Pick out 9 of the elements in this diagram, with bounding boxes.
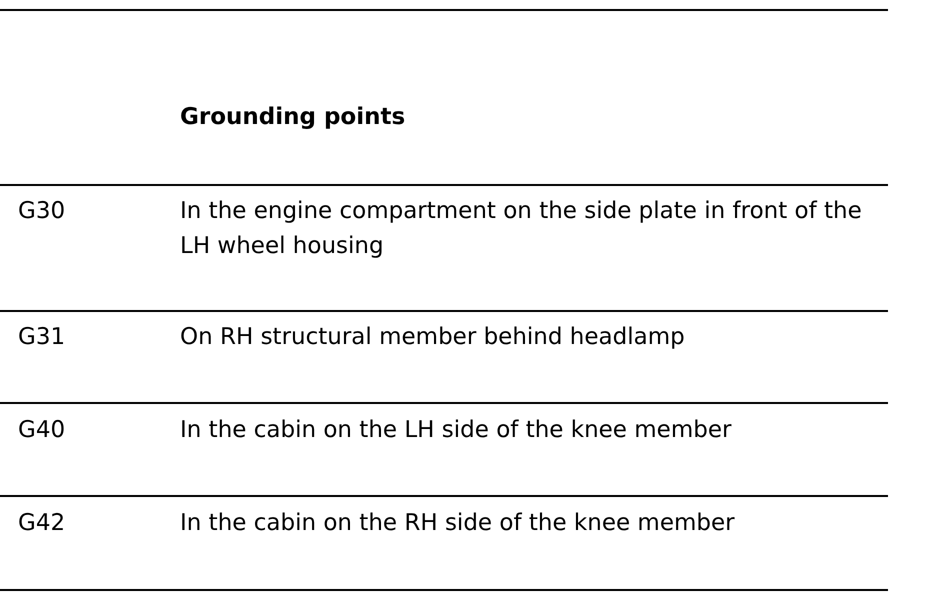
point-code: G42 xyxy=(18,509,66,538)
location-description: In the cabin on the LH side of the knee member xyxy=(180,416,732,445)
location-description: On RH structural member behind headlamp xyxy=(180,323,686,352)
point-code: G31 xyxy=(18,323,66,352)
location-description: In the engine compartment on the side plate in front of the LH wheel housing xyxy=(180,197,863,261)
column-header: Grounding points xyxy=(180,103,406,132)
point-code: G30 xyxy=(18,197,66,226)
location-description: In the cabin on the RH side of the knee member xyxy=(180,509,736,538)
point-code: G40 xyxy=(18,416,66,445)
